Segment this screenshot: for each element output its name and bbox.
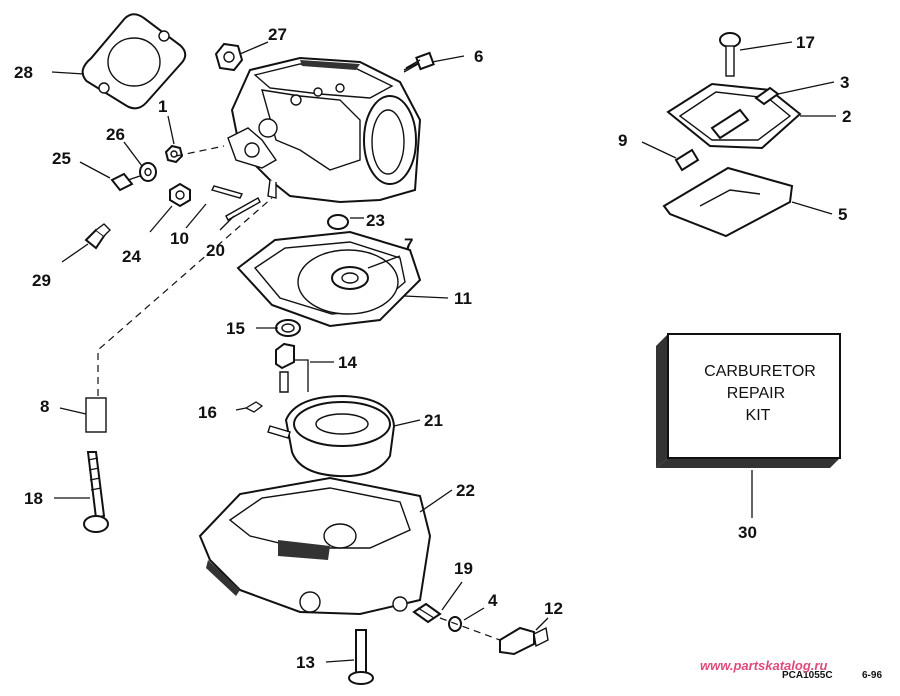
- callout-29: 29: [32, 271, 51, 290]
- kit-line-2: REPAIR: [727, 385, 785, 402]
- callout-30: 30: [738, 523, 757, 542]
- callout-24: 24: [122, 247, 141, 266]
- part-25-screw: [110, 172, 141, 192]
- callout-25: 25: [52, 149, 71, 168]
- part-13-screw: [348, 629, 374, 685]
- part-15-oring: [275, 319, 301, 337]
- callout-4: 4: [488, 591, 498, 610]
- part-26-washer: [139, 162, 157, 182]
- part-14-needle-valve: [275, 342, 295, 393]
- assembly-line-fitting: [439, 617, 501, 641]
- part-5-gasket: [662, 166, 794, 238]
- part-19-screw: [412, 602, 442, 624]
- assembly-line-upper: [175, 145, 225, 157]
- callout-14: 14: [338, 353, 357, 372]
- diagram-date: 6-96: [862, 670, 882, 681]
- assembly-line-needle: [97, 197, 273, 396]
- callout-13: 13: [296, 653, 315, 672]
- callout-20: 20: [206, 241, 225, 260]
- callout-16: 16: [198, 403, 217, 422]
- part-6-screw: [403, 51, 435, 73]
- callout-28: 28: [14, 63, 33, 82]
- kit-line-1: CARBURETOR: [704, 363, 816, 380]
- watermark: www.partskatalog.ru: [700, 658, 827, 673]
- part-16-clip: [244, 401, 264, 413]
- part-17-screw: [719, 32, 741, 77]
- part-18-needle: [83, 451, 109, 533]
- callout-21: 21: [424, 411, 443, 430]
- part-7-diaphragm: [297, 249, 399, 315]
- part-8-spring: [85, 397, 107, 433]
- part-1-nut: [164, 144, 184, 164]
- callout-5: 5: [838, 205, 847, 224]
- part-30-repair-kit-box: [656, 333, 841, 468]
- callout-1: 1: [158, 97, 167, 116]
- diagram-code: PCA1055C: [782, 670, 833, 681]
- callout-23: 23: [366, 211, 385, 230]
- carburetor-body: [227, 56, 422, 204]
- callout-2: 2: [842, 107, 851, 126]
- part-10-pin: [210, 185, 244, 199]
- part-12-fitting: [499, 626, 549, 656]
- callout-8: 8: [40, 397, 49, 416]
- callout-10: 10: [170, 229, 189, 248]
- leader-lines: [51, 41, 836, 663]
- callout-17: 17: [796, 33, 815, 52]
- callout-19: 19: [454, 559, 473, 578]
- part-28-gasket: [81, 13, 187, 110]
- callout-27: 27: [268, 25, 287, 44]
- callout-22: 22: [456, 481, 475, 500]
- part-21-float: [267, 394, 396, 478]
- part-20-pin: [225, 197, 261, 221]
- callout-18: 18: [24, 489, 43, 508]
- part-27-nut: [214, 42, 244, 72]
- part-24-washer: [169, 182, 191, 208]
- callout-3: 3: [840, 73, 849, 92]
- part-23-plug: [327, 214, 349, 230]
- callout-15: 15: [226, 319, 245, 338]
- part-9-screen: [674, 148, 700, 172]
- callout-12: 12: [544, 599, 563, 618]
- part-22-float-bowl: [198, 476, 432, 616]
- part-29-fitting: [84, 223, 111, 250]
- callout-26: 26: [106, 125, 125, 144]
- callout-9: 9: [618, 131, 627, 150]
- callout-7: 7: [404, 235, 413, 254]
- part-3-fitting: [710, 86, 780, 140]
- kit-line-3: KIT: [746, 407, 771, 424]
- callout-6: 6: [474, 47, 483, 66]
- callout-11: 11: [454, 289, 472, 308]
